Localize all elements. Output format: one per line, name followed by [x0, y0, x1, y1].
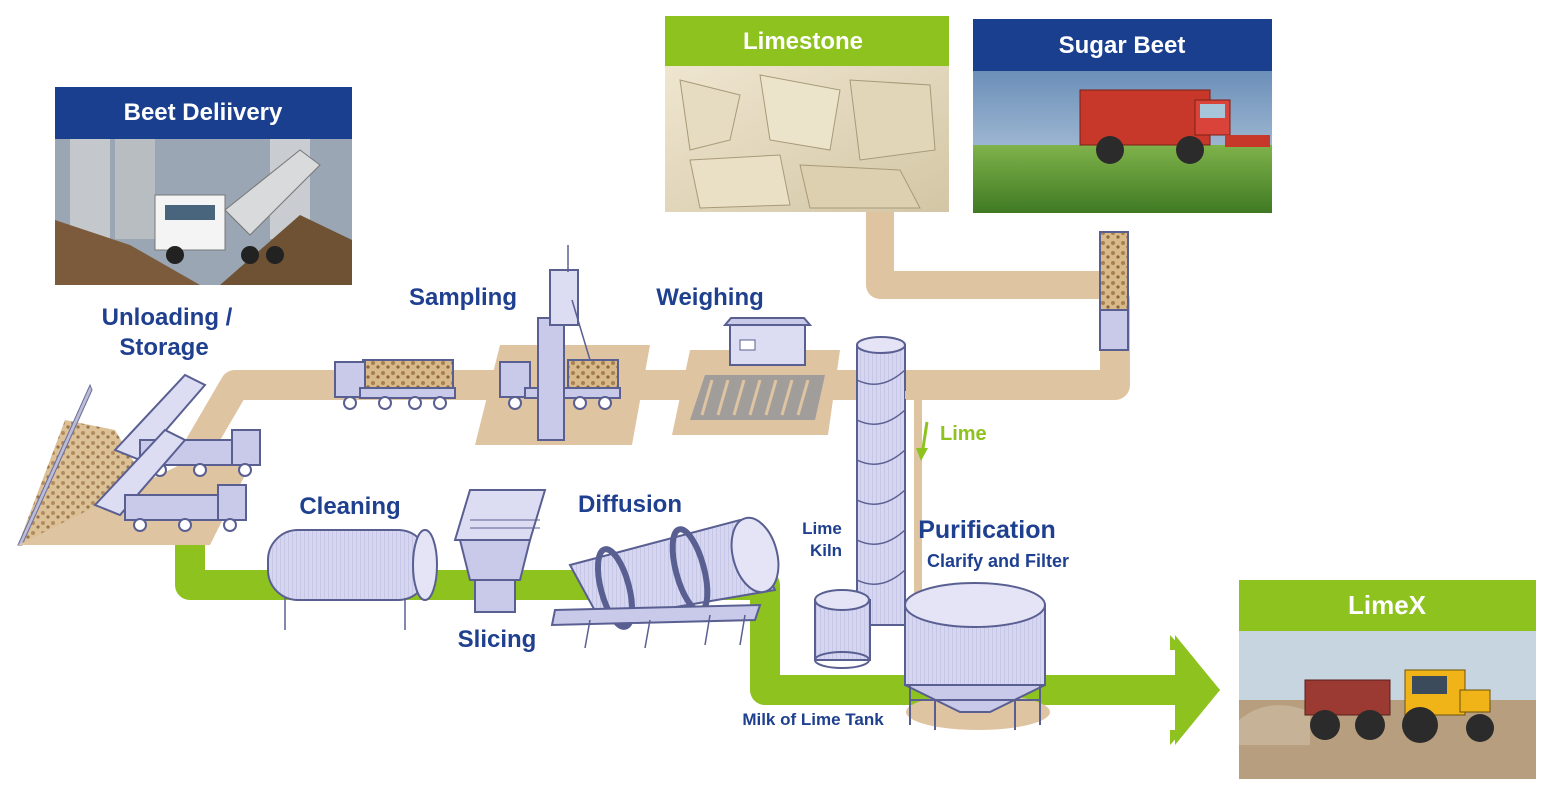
beet-delivery-panel: Beet Deliivery	[55, 87, 352, 285]
beet-conveyor-icon	[1099, 231, 1129, 351]
lime-kiln-label-line2: Kiln	[810, 541, 842, 560]
limestone-flow-path	[866, 196, 1129, 299]
beet-harvester-photo	[973, 71, 1272, 213]
lime-flow-label: Lime	[940, 423, 987, 445]
sugar-beet-panel: Sugar Beet	[973, 19, 1272, 213]
limex-header: LimeX	[1348, 590, 1427, 620]
unloading-label-line1: Unloading /	[102, 304, 233, 331]
lime-kiln-icon	[856, 336, 906, 626]
limestone-panel: Limestone	[665, 16, 949, 212]
slicing-hopper-icon	[453, 489, 547, 613]
purification-label: Purification	[918, 516, 1056, 544]
cleaning-label: Cleaning	[299, 493, 400, 520]
slicing-label: Slicing	[458, 626, 537, 653]
limex-panel: LimeX	[1239, 580, 1536, 779]
limestone-rock-photo	[665, 66, 949, 212]
arrow-down-icon	[916, 421, 929, 461]
purification-sublabel: Clarify and Filter	[927, 551, 1069, 571]
weighbridge-icon	[690, 317, 825, 420]
tractor-spreader-photo	[1239, 631, 1536, 779]
diffusion-label: Diffusion	[578, 491, 682, 518]
milk-of-lime-tank-icon	[814, 589, 871, 669]
tipper-truck-icon	[93, 373, 261, 532]
lime-kiln-label-line1: Lime	[802, 519, 842, 538]
sampling-label: Sampling	[409, 284, 517, 311]
weighing-label: Weighing	[656, 284, 764, 311]
lime-feed-path	[905, 391, 922, 600]
delivery-truck-photo	[55, 139, 352, 285]
milk-of-lime-tank-label: Milk of Lime Tank	[742, 710, 884, 729]
beet-delivery-header: Beet Deliivery	[124, 99, 283, 126]
limestone-header: Limestone	[743, 28, 863, 55]
arrow-right-head	[1175, 635, 1220, 745]
sampling-tower-icon	[499, 245, 621, 441]
beet-truck-icon	[334, 359, 456, 410]
purification-tank-icon	[904, 582, 1050, 730]
cleaning-tank-icon	[267, 529, 438, 630]
unloading-label-line2: Storage	[119, 334, 208, 361]
diffusion-drum-icon	[550, 516, 780, 649]
sugar-beet-header: Sugar Beet	[1059, 32, 1186, 59]
